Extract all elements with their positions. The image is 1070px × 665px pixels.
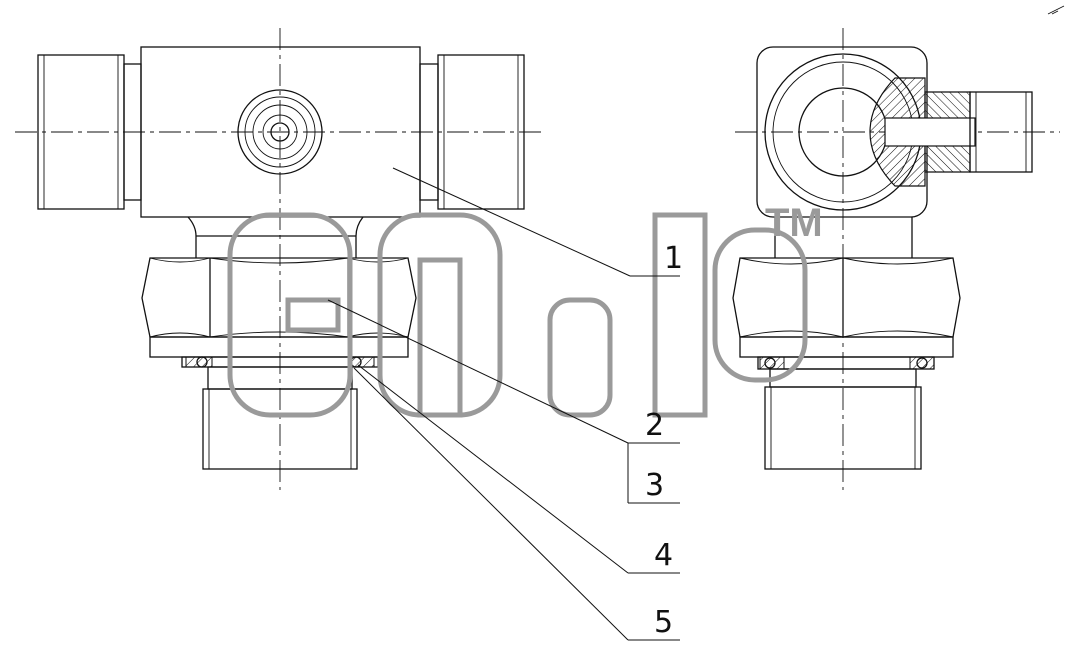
- watermark-trademark: TM: [765, 201, 823, 245]
- leader-line-1: [392, 167, 631, 277]
- side-washer-plate: [739, 336, 954, 358]
- right-threaded-end: [419, 54, 525, 210]
- side-port-section: [869, 77, 1033, 187]
- callout-2: 2: [645, 408, 664, 443]
- tee-body: [140, 46, 421, 218]
- side-neck: [774, 217, 913, 258]
- corner-mark: [1047, 5, 1065, 15]
- callout-3: 3: [645, 468, 664, 503]
- leader-line-4: [357, 364, 629, 574]
- side-view: [732, 28, 1060, 490]
- watermark-logo: TM: [227, 201, 823, 418]
- hex-nut: [141, 257, 417, 338]
- washer-plate: [149, 336, 409, 358]
- bottom-threaded-end: [202, 366, 358, 470]
- side-seal-ring: [757, 356, 935, 370]
- callout-4: 4: [654, 538, 673, 573]
- callout-1: 1: [664, 241, 683, 276]
- callout-5: 5: [654, 605, 673, 640]
- leader-line-2: [327, 299, 629, 444]
- leader-line-5: [353, 367, 629, 641]
- front-view: [15, 28, 545, 490]
- side-hex-nut: [732, 257, 961, 338]
- callouts: 1 2 3 4 5: [327, 167, 683, 641]
